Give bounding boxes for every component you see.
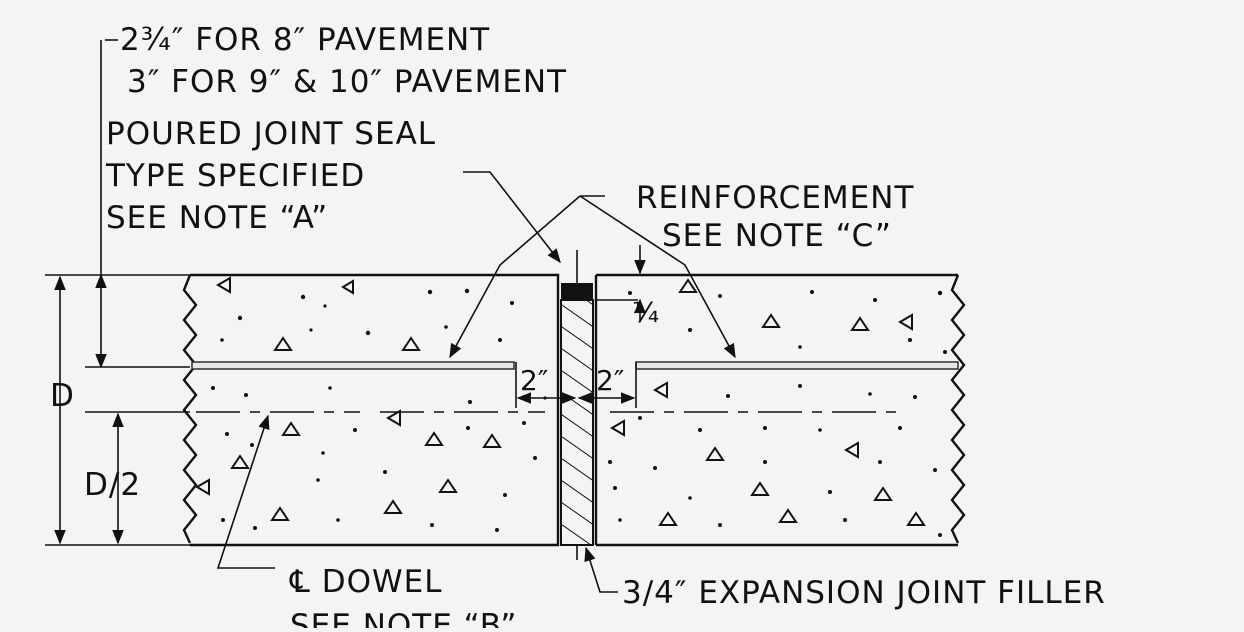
- small-dim-mark: ¼: [632, 296, 659, 329]
- reinforcement-label-line1: REINFORCEMENT: [636, 180, 914, 216]
- reinforcement-leader-right: [579, 195, 736, 359]
- dowel-label-line1: ℄ DOWEL: [289, 564, 443, 600]
- left-slab: [182, 273, 560, 547]
- right-slab: [594, 273, 966, 547]
- right-break-line: [950, 274, 966, 544]
- dowel-leader: [216, 414, 275, 569]
- left-reinforcement-bar: [191, 361, 515, 370]
- seal-label-line3: SEE NOTE “A”: [106, 200, 328, 236]
- left-break-line: [182, 274, 198, 544]
- dowel-label-line2: SEE NOTE “B”: [290, 608, 517, 628]
- expansion-joint-filler: [560, 299, 594, 546]
- half-depth-label: D/2: [84, 467, 141, 503]
- reinforcement-leader-left: [449, 195, 581, 359]
- reinforcement-label-line2: SEE NOTE “C”: [662, 218, 892, 254]
- gap-right-label: 2″: [596, 364, 624, 397]
- seal-leader: [463, 171, 561, 264]
- thickness-9-10-label: 3″ FOR 9″ & 10″ PAVEMENT: [127, 64, 567, 100]
- depth-label: D: [50, 378, 75, 414]
- filler-label: 3/4″ EXPANSION JOINT FILLER: [622, 575, 1106, 611]
- aggregate-dots: [211, 288, 947, 537]
- poured-joint-seal: [561, 283, 593, 300]
- seal-label-line2: TYPE SPECIFIED: [105, 158, 365, 194]
- seal-label-line1: POURED JOINT SEAL: [106, 116, 436, 152]
- right-reinforcement-bar: [635, 361, 959, 370]
- gap-left-label: 2″: [520, 364, 548, 397]
- aggregate-triangles: [195, 276, 926, 526]
- thickness-8-label: 2¾″ FOR 8″ PAVEMENT: [120, 22, 490, 58]
- thickness-leader: [95, 39, 118, 369]
- filler-leader: [584, 546, 618, 593]
